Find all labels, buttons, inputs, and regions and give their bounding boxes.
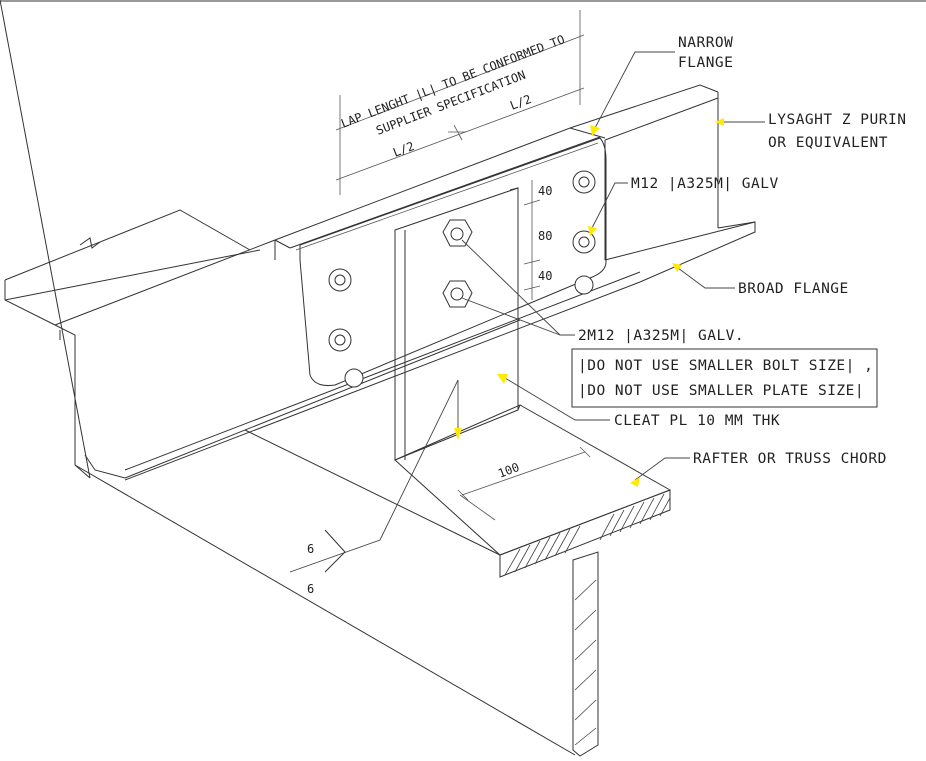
purlin-line-2: OR EQUIVALENT xyxy=(768,135,888,151)
leader-arrow xyxy=(590,125,600,136)
dim-spacing-top: 40 xyxy=(538,184,552,198)
lap-dimension: LAP LENGHT |L| TO BE CONFORMED TO SUPPLI… xyxy=(335,10,585,195)
leader-arrow xyxy=(588,226,597,236)
weld-symbol: 6 6 xyxy=(289,379,462,596)
dim-half-right: L/2 xyxy=(508,92,533,113)
leader-arrow xyxy=(630,477,640,487)
rafter-chord xyxy=(74,404,671,757)
label-broad-flange: BROAD FLANGE xyxy=(672,263,849,297)
bolt-pair-label: 2M12 |A325M| GALV. xyxy=(578,328,744,344)
leader-arrow xyxy=(672,263,682,272)
weld-arrow xyxy=(454,428,462,440)
note-box xyxy=(571,348,878,408)
label-cleat: CLEAT PL 10 MM THK xyxy=(497,374,780,429)
cleat-width-dimension: 100 xyxy=(457,446,591,521)
dim-cleat-width: 100 xyxy=(496,460,521,481)
narrow-flange-line-1: NARROW xyxy=(678,35,733,51)
bolt-head xyxy=(344,368,364,388)
label-purlin: LYSAGHT Z PURIN OR EQUIVALENT xyxy=(715,112,906,151)
weld-size-top: 6 xyxy=(307,542,314,556)
bolt-label: M12 |A325M| GALV xyxy=(631,176,779,192)
bolts xyxy=(328,170,596,388)
note-line-2: |DO NOT USE SMALLER PLATE SIZE| xyxy=(578,383,864,399)
narrow-flange-line-2: FLANGE xyxy=(678,55,733,71)
dim-half-left: L/2 xyxy=(391,139,416,160)
purlin-line-1: LYSAGHT Z PURIN xyxy=(768,112,906,128)
bolt-head xyxy=(574,275,594,295)
dim-spacing-bottom: 40 xyxy=(538,269,552,283)
right-z-purlin xyxy=(274,84,756,386)
cleat-label: CLEAT PL 10 MM THK xyxy=(614,413,780,429)
dim-spacing-mid: 80 xyxy=(538,229,552,243)
lap-note-line-1: LAP LENGHT |L| TO BE CONFORMED TO xyxy=(339,32,567,131)
label-narrow-flange: NARROW FLANGE xyxy=(590,35,733,136)
label-rafter: RAFTER OR TRUSS CHORD xyxy=(630,451,887,487)
section-hatch xyxy=(504,493,671,746)
label-bolt: M12 |A325M| GALV xyxy=(588,176,779,236)
note-line-1: |DO NOT USE SMALLER BOLT SIZE| , xyxy=(578,358,873,374)
weld-size-bottom: 6 xyxy=(307,582,314,596)
broad-flange-label: BROAD FLANGE xyxy=(738,281,849,297)
label-bolt-pair: 2M12 |A325M| GALV. |DO NOT USE SMALLER B… xyxy=(461,239,878,408)
bolt-spacing-dimension: 40 80 40 xyxy=(523,180,552,300)
leader-arrow xyxy=(497,374,508,384)
left-z-purlin xyxy=(0,0,641,481)
cleat-plate xyxy=(394,187,521,461)
leader-arrow xyxy=(715,118,724,126)
rafter-label: RAFTER OR TRUSS CHORD xyxy=(693,451,887,467)
